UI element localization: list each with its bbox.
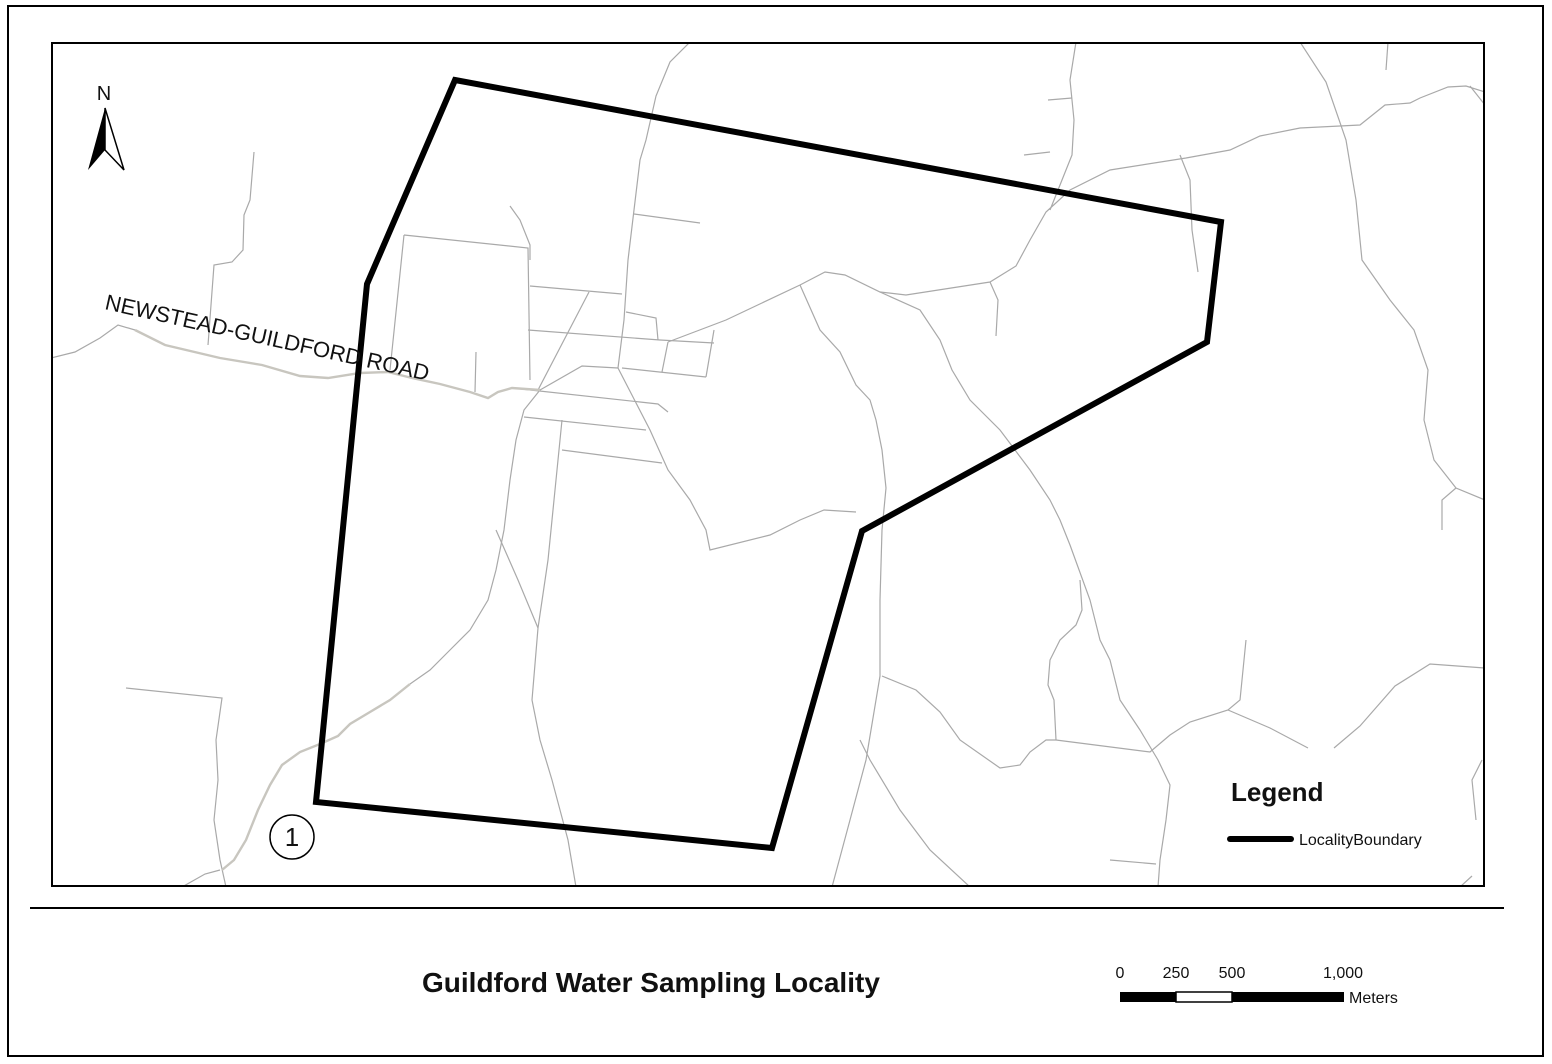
road-segment <box>1227 709 1309 749</box>
road-segment <box>1047 97 1073 101</box>
map-canvas[interactable]: NEWSTEAD-GUILDFORD ROAD N 1 Legend Local… <box>51 42 1485 887</box>
road-segment <box>561 449 663 464</box>
road-segment <box>859 739 969 885</box>
north-arrow-left-half <box>88 108 105 170</box>
road-segment <box>523 416 647 431</box>
road-segment <box>1179 154 1199 273</box>
road-segment <box>799 284 887 885</box>
legend-item-label: LocalityBoundary <box>1299 832 1422 849</box>
road-segment <box>529 285 623 295</box>
scale-tick-0: 0 <box>1116 965 1125 982</box>
road-segment <box>617 44 689 369</box>
north-arrow: N <box>88 83 125 171</box>
legend: Legend LocalityBoundary <box>1227 777 1422 849</box>
scale-segment-2 <box>1175 991 1233 1003</box>
scale-segment-3 <box>1232 992 1344 1002</box>
site-marker-circle <box>269 814 315 860</box>
map-frame[interactable]: NEWSTEAD-GUILDFORD ROAD N 1 Legend Local… <box>51 42 1485 887</box>
page-frame <box>7 5 1544 1057</box>
road-segment <box>531 419 577 885</box>
road-segment <box>1047 579 1083 741</box>
road-segment <box>705 329 715 378</box>
road-segment <box>621 367 707 378</box>
road-segment <box>511 387 669 413</box>
scale-bar: 0 250 500 1,000 Meters <box>1116 965 1398 1007</box>
scale-tick-500: 500 <box>1219 965 1246 982</box>
main-road-path-south <box>221 683 411 871</box>
road-segment <box>1441 487 1457 530</box>
road-segment <box>1385 44 1389 71</box>
road-segment <box>184 869 221 885</box>
main-road-newstead-guildford <box>134 328 541 871</box>
road-segment <box>539 365 619 391</box>
road-segment <box>1333 663 1483 749</box>
locality-boundary[interactable] <box>312 76 1225 852</box>
road-segment <box>207 151 255 346</box>
road-segment <box>667 85 1483 343</box>
road-segment <box>1049 44 1077 211</box>
road-segment <box>989 281 999 337</box>
road-segment <box>389 234 405 371</box>
road-segment <box>474 351 477 393</box>
road-segment <box>403 234 531 381</box>
road-segment <box>1471 759 1483 821</box>
scale-segment-1 <box>1120 992 1176 1002</box>
main-road-path <box>134 328 541 400</box>
road-segment <box>1109 859 1157 865</box>
north-arrow-right-half <box>104 107 125 171</box>
road-segment <box>53 324 136 359</box>
divider-line <box>30 907 1504 909</box>
scale-tick-1000: 1,000 <box>1323 965 1363 982</box>
road-segment <box>633 213 701 224</box>
road-segment <box>409 389 541 685</box>
road-segment <box>625 311 659 341</box>
road-segment <box>1300 44 1483 500</box>
legend-heading: Legend <box>1231 777 1323 807</box>
road-segment <box>509 205 531 260</box>
map-title: Guildford Water Sampling Locality <box>422 967 880 998</box>
road-segment <box>661 341 669 373</box>
road-segment <box>1023 151 1051 156</box>
road-segment <box>617 367 857 551</box>
scale-units: Meters <box>1349 990 1398 1007</box>
road-segment <box>125 687 227 885</box>
road-segment <box>1461 875 1473 885</box>
road-segment <box>881 639 1247 769</box>
site-marker-1[interactable]: 1 <box>269 814 315 860</box>
road-segment <box>527 329 715 344</box>
road-segment <box>879 291 1171 885</box>
road-segment <box>495 529 539 629</box>
minor-roads <box>53 44 1483 885</box>
road-segment <box>537 291 590 391</box>
site-marker-label: 1 <box>285 822 299 852</box>
scale-tick-250: 250 <box>1163 965 1190 982</box>
road-segment <box>1469 85 1483 104</box>
north-arrow-label: N <box>97 83 111 105</box>
